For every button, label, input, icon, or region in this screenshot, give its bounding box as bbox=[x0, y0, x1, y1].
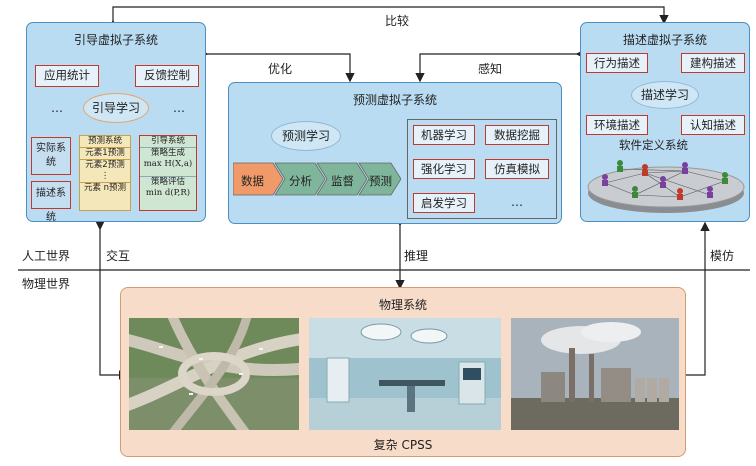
interact-label: 交互 bbox=[106, 249, 131, 263]
prediction-subsystem-panel: 预测虚拟子系统 预测学习 数据 分析 监督 预测 机器学习 数据挖掘 强化学习 … bbox=[228, 82, 562, 224]
describe-learning-ellipse: 描述学习 bbox=[631, 81, 699, 109]
physical-system-title: 物理系统 bbox=[378, 298, 427, 312]
prediction-system-box: 预测系统 元素1预测 元素2预测 ⋮ 元素 n预测 bbox=[79, 135, 131, 211]
guide-learning-ellipse: 引导学习 bbox=[83, 93, 149, 123]
feedback-control-box: 反馈控制 bbox=[135, 65, 199, 87]
methods-dots: … bbox=[511, 195, 523, 209]
guide-subsystem-title: 引导虚拟子系统 bbox=[73, 33, 158, 47]
method-heuristic-learning: 启发学习 bbox=[413, 193, 475, 213]
highway-interchange-photo bbox=[129, 318, 299, 430]
software-defined-system-label: 软件定义系统 bbox=[619, 138, 688, 152]
guide-subsystem-panel: 引导虚拟子系统 应用统计 反馈控制 … 引导学习 … 实际系统 描述系统 预测系… bbox=[26, 22, 206, 223]
strategy-evaluation-formula: min d(P,R) bbox=[145, 188, 191, 198]
network-platform-illustration bbox=[587, 160, 745, 213]
application-statistics-box: 应用统计 bbox=[35, 65, 99, 87]
step-supervise-chevron bbox=[316, 162, 368, 196]
method-data-mining: 数据挖掘 bbox=[485, 125, 549, 145]
step-analysis-label: 分析 bbox=[289, 174, 312, 188]
complex-cpss-label: 复杂 CPSS bbox=[373, 438, 433, 452]
behavior-description-box: 行为描述 bbox=[586, 53, 648, 73]
element-n-prediction: 元素 n预测 bbox=[80, 182, 130, 194]
guide-dots-right: … bbox=[173, 101, 185, 115]
physical-system-panel: 物理系统 复杂 CPSS bbox=[120, 287, 686, 457]
method-reinforcement-learning: 强化学习 bbox=[413, 159, 475, 179]
element-dots: ⋮ bbox=[100, 171, 110, 181]
step-predict-chevron bbox=[358, 162, 401, 196]
prediction-subsystem-title: 预测虚拟子系统 bbox=[352, 93, 437, 107]
operating-room-photo bbox=[309, 318, 501, 430]
methods-frame bbox=[407, 119, 557, 219]
guide-system-box: 引导系统 策略生成 max H(X,a) 策略评估 min d(P,R) bbox=[139, 135, 197, 211]
cognition-description-box: 认知描述 bbox=[681, 115, 745, 135]
actual-system-label: 实际系统 bbox=[36, 143, 66, 168]
perceive-label: 感知 bbox=[478, 62, 503, 76]
describe-subsystem-panel: 描述虚拟子系统 行为描述 建构描述 描述学习 环境描述 认知描述 软件定义系统 bbox=[580, 22, 750, 222]
step-data-label: 数据 bbox=[241, 174, 264, 188]
physical-world-label: 物理世界 bbox=[22, 277, 71, 291]
optimize-label: 优化 bbox=[268, 62, 293, 76]
artificial-world-label: 人工世界 bbox=[22, 249, 71, 263]
prediction-learning-ellipse: 预测学习 bbox=[271, 121, 341, 151]
strategy-evaluation: 策略评估 bbox=[140, 176, 196, 188]
element-2-prediction: 元素2预测 bbox=[80, 159, 130, 171]
prediction-system-title: 预测系统 bbox=[87, 136, 122, 146]
step-supervise-label: 监督 bbox=[331, 174, 354, 188]
imitate-label: 模仿 bbox=[710, 249, 735, 263]
construct-description-box: 建构描述 bbox=[681, 53, 745, 73]
guide-system-title: 引导系统 bbox=[150, 136, 185, 146]
step-data-chevron bbox=[233, 162, 284, 196]
step-analysis-chevron bbox=[274, 162, 326, 196]
description-system-label: 描述系统 bbox=[36, 188, 66, 223]
environment-description-box: 环境描述 bbox=[586, 115, 648, 135]
strategy-generation-formula: max H(X,a) bbox=[143, 159, 193, 169]
step-predict-label: 预测 bbox=[369, 174, 392, 188]
process-chevrons bbox=[233, 162, 401, 196]
description-system-box: 描述系统 bbox=[31, 181, 71, 223]
reasoning-label: 推理 bbox=[404, 249, 429, 263]
describe-subsystem-title: 描述虚拟子系统 bbox=[622, 33, 707, 47]
element-1-prediction: 元素1预测 bbox=[80, 147, 130, 159]
actual-system-box: 实际系统 bbox=[31, 137, 71, 175]
guide-dots-left: … bbox=[51, 101, 63, 115]
method-machine-learning: 机器学习 bbox=[413, 125, 475, 145]
industrial-plant-photo bbox=[511, 318, 679, 430]
method-simulation: 仿真模拟 bbox=[485, 159, 549, 179]
compare-label: 比较 bbox=[385, 14, 410, 28]
strategy-generation: 策略生成 bbox=[140, 147, 196, 159]
